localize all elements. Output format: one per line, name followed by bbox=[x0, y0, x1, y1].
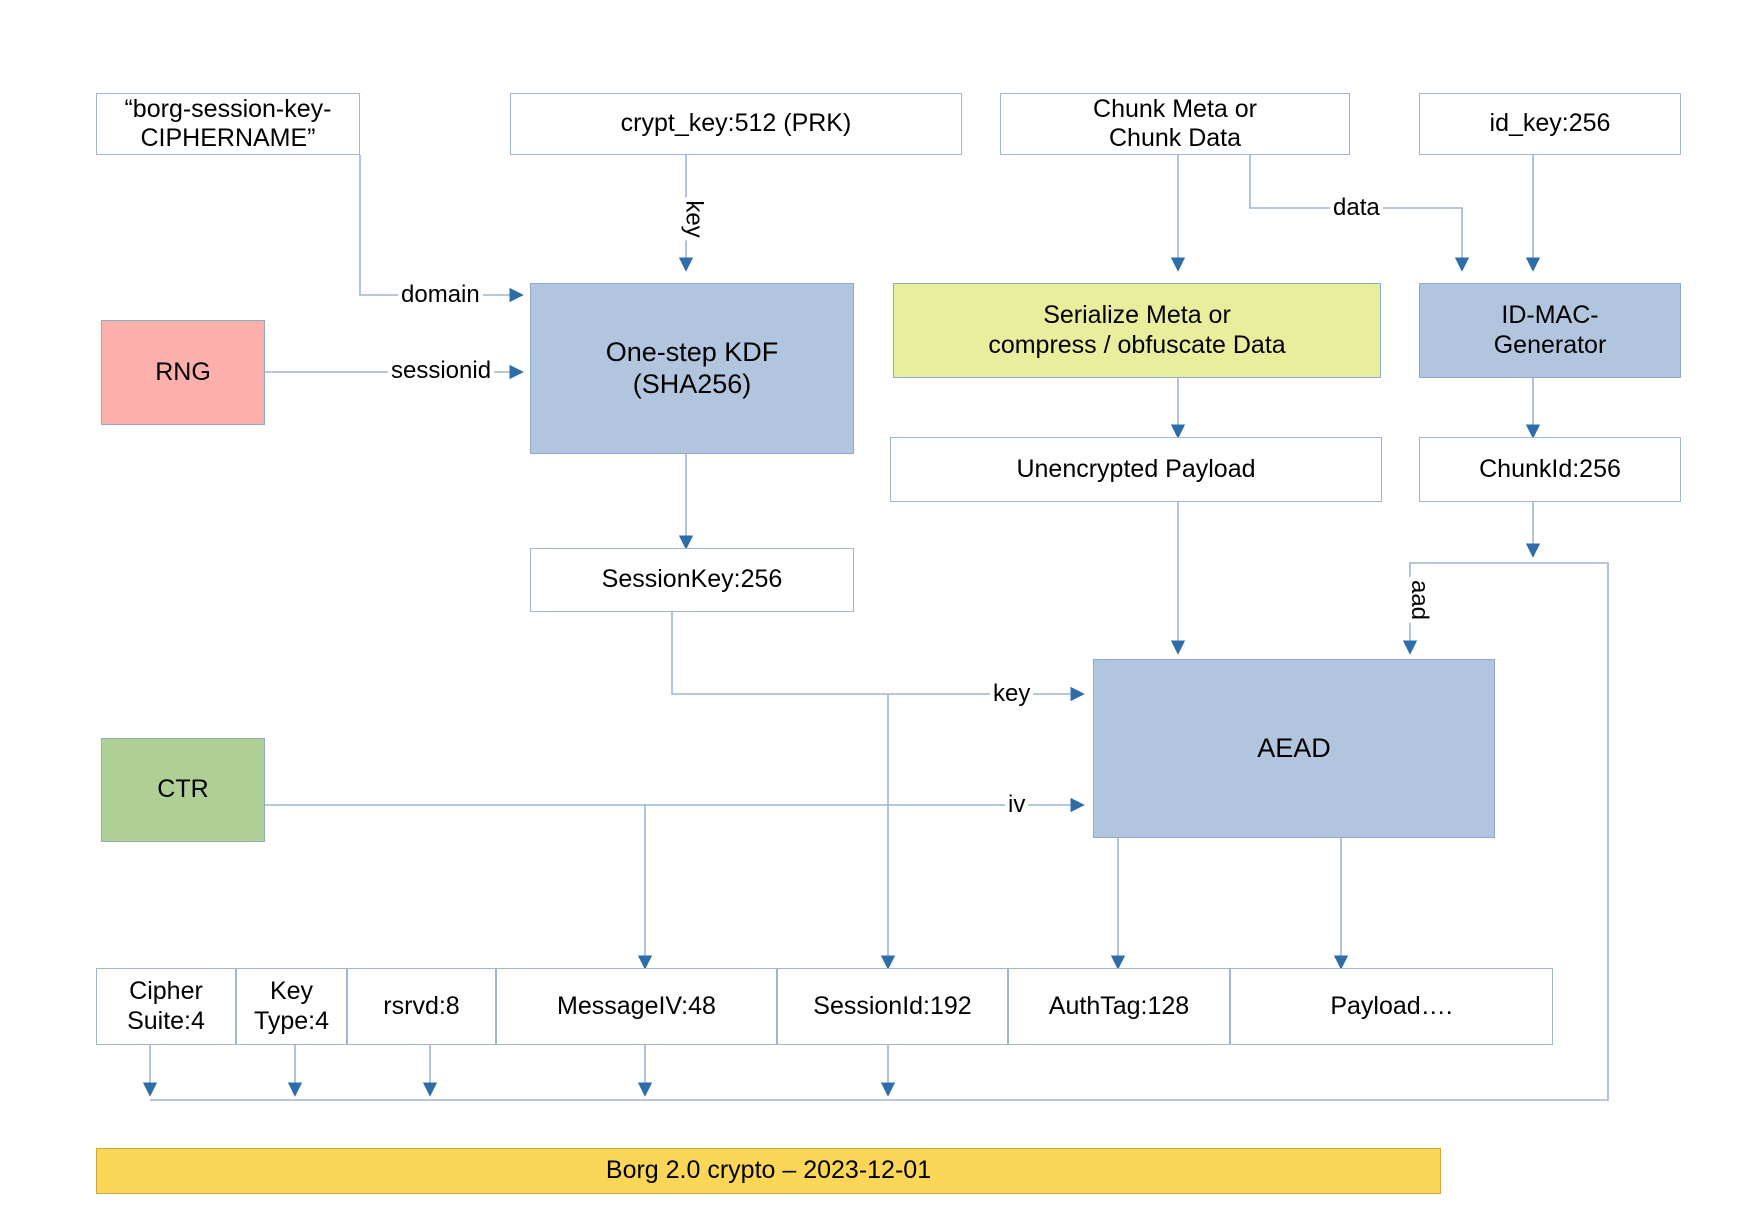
node-ctr: CTR bbox=[101, 738, 265, 842]
node-chunk-input: Chunk Meta or Chunk Data bbox=[1000, 93, 1350, 155]
edge-label-aead-iv: iv bbox=[1005, 791, 1029, 819]
node-domain-string: “borg-session-key- CIPHERNAME” bbox=[96, 93, 360, 155]
edge-label-aead-aad: aad bbox=[1405, 576, 1434, 624]
node-aead: AEAD bbox=[1093, 659, 1495, 838]
node-id-key: id_key:256 bbox=[1419, 93, 1681, 155]
byte-field-cipher-suite: Cipher Suite:4 bbox=[96, 968, 236, 1045]
node-session-key: SessionKey:256 bbox=[530, 548, 854, 612]
footer-banner: Borg 2.0 crypto – 2023-12-01 bbox=[96, 1148, 1441, 1194]
byte-field-auth-tag: AuthTag:128 bbox=[1008, 968, 1230, 1045]
byte-field-key-type: Key Type:4 bbox=[236, 968, 347, 1045]
node-id-mac-generator: ID-MAC- Generator bbox=[1419, 283, 1681, 378]
byte-field-message-iv: MessageIV:48 bbox=[496, 968, 777, 1045]
edge-label-aead-key: key bbox=[990, 680, 1034, 708]
node-serialize: Serialize Meta or compress / obfuscate D… bbox=[893, 283, 1381, 378]
byte-field-session-id: SessionId:192 bbox=[777, 968, 1008, 1045]
byte-field-rsrvd: rsrvd:8 bbox=[347, 968, 496, 1045]
byte-field-payload: Payload…. bbox=[1230, 968, 1553, 1045]
node-crypt-key: crypt_key:512 (PRK) bbox=[510, 93, 962, 155]
edge-label-data: data bbox=[1330, 194, 1383, 222]
edge-label-domain: domain bbox=[398, 281, 483, 309]
node-chunkid: ChunkId:256 bbox=[1419, 437, 1681, 502]
node-rng: RNG bbox=[101, 320, 265, 425]
node-unencrypted-payload: Unencrypted Payload bbox=[890, 437, 1382, 502]
edge-label-key-to-kdf: key bbox=[679, 197, 708, 241]
edge-label-sessionid: sessionid bbox=[388, 357, 495, 385]
node-kdf: One-step KDF (SHA256) bbox=[530, 283, 854, 454]
